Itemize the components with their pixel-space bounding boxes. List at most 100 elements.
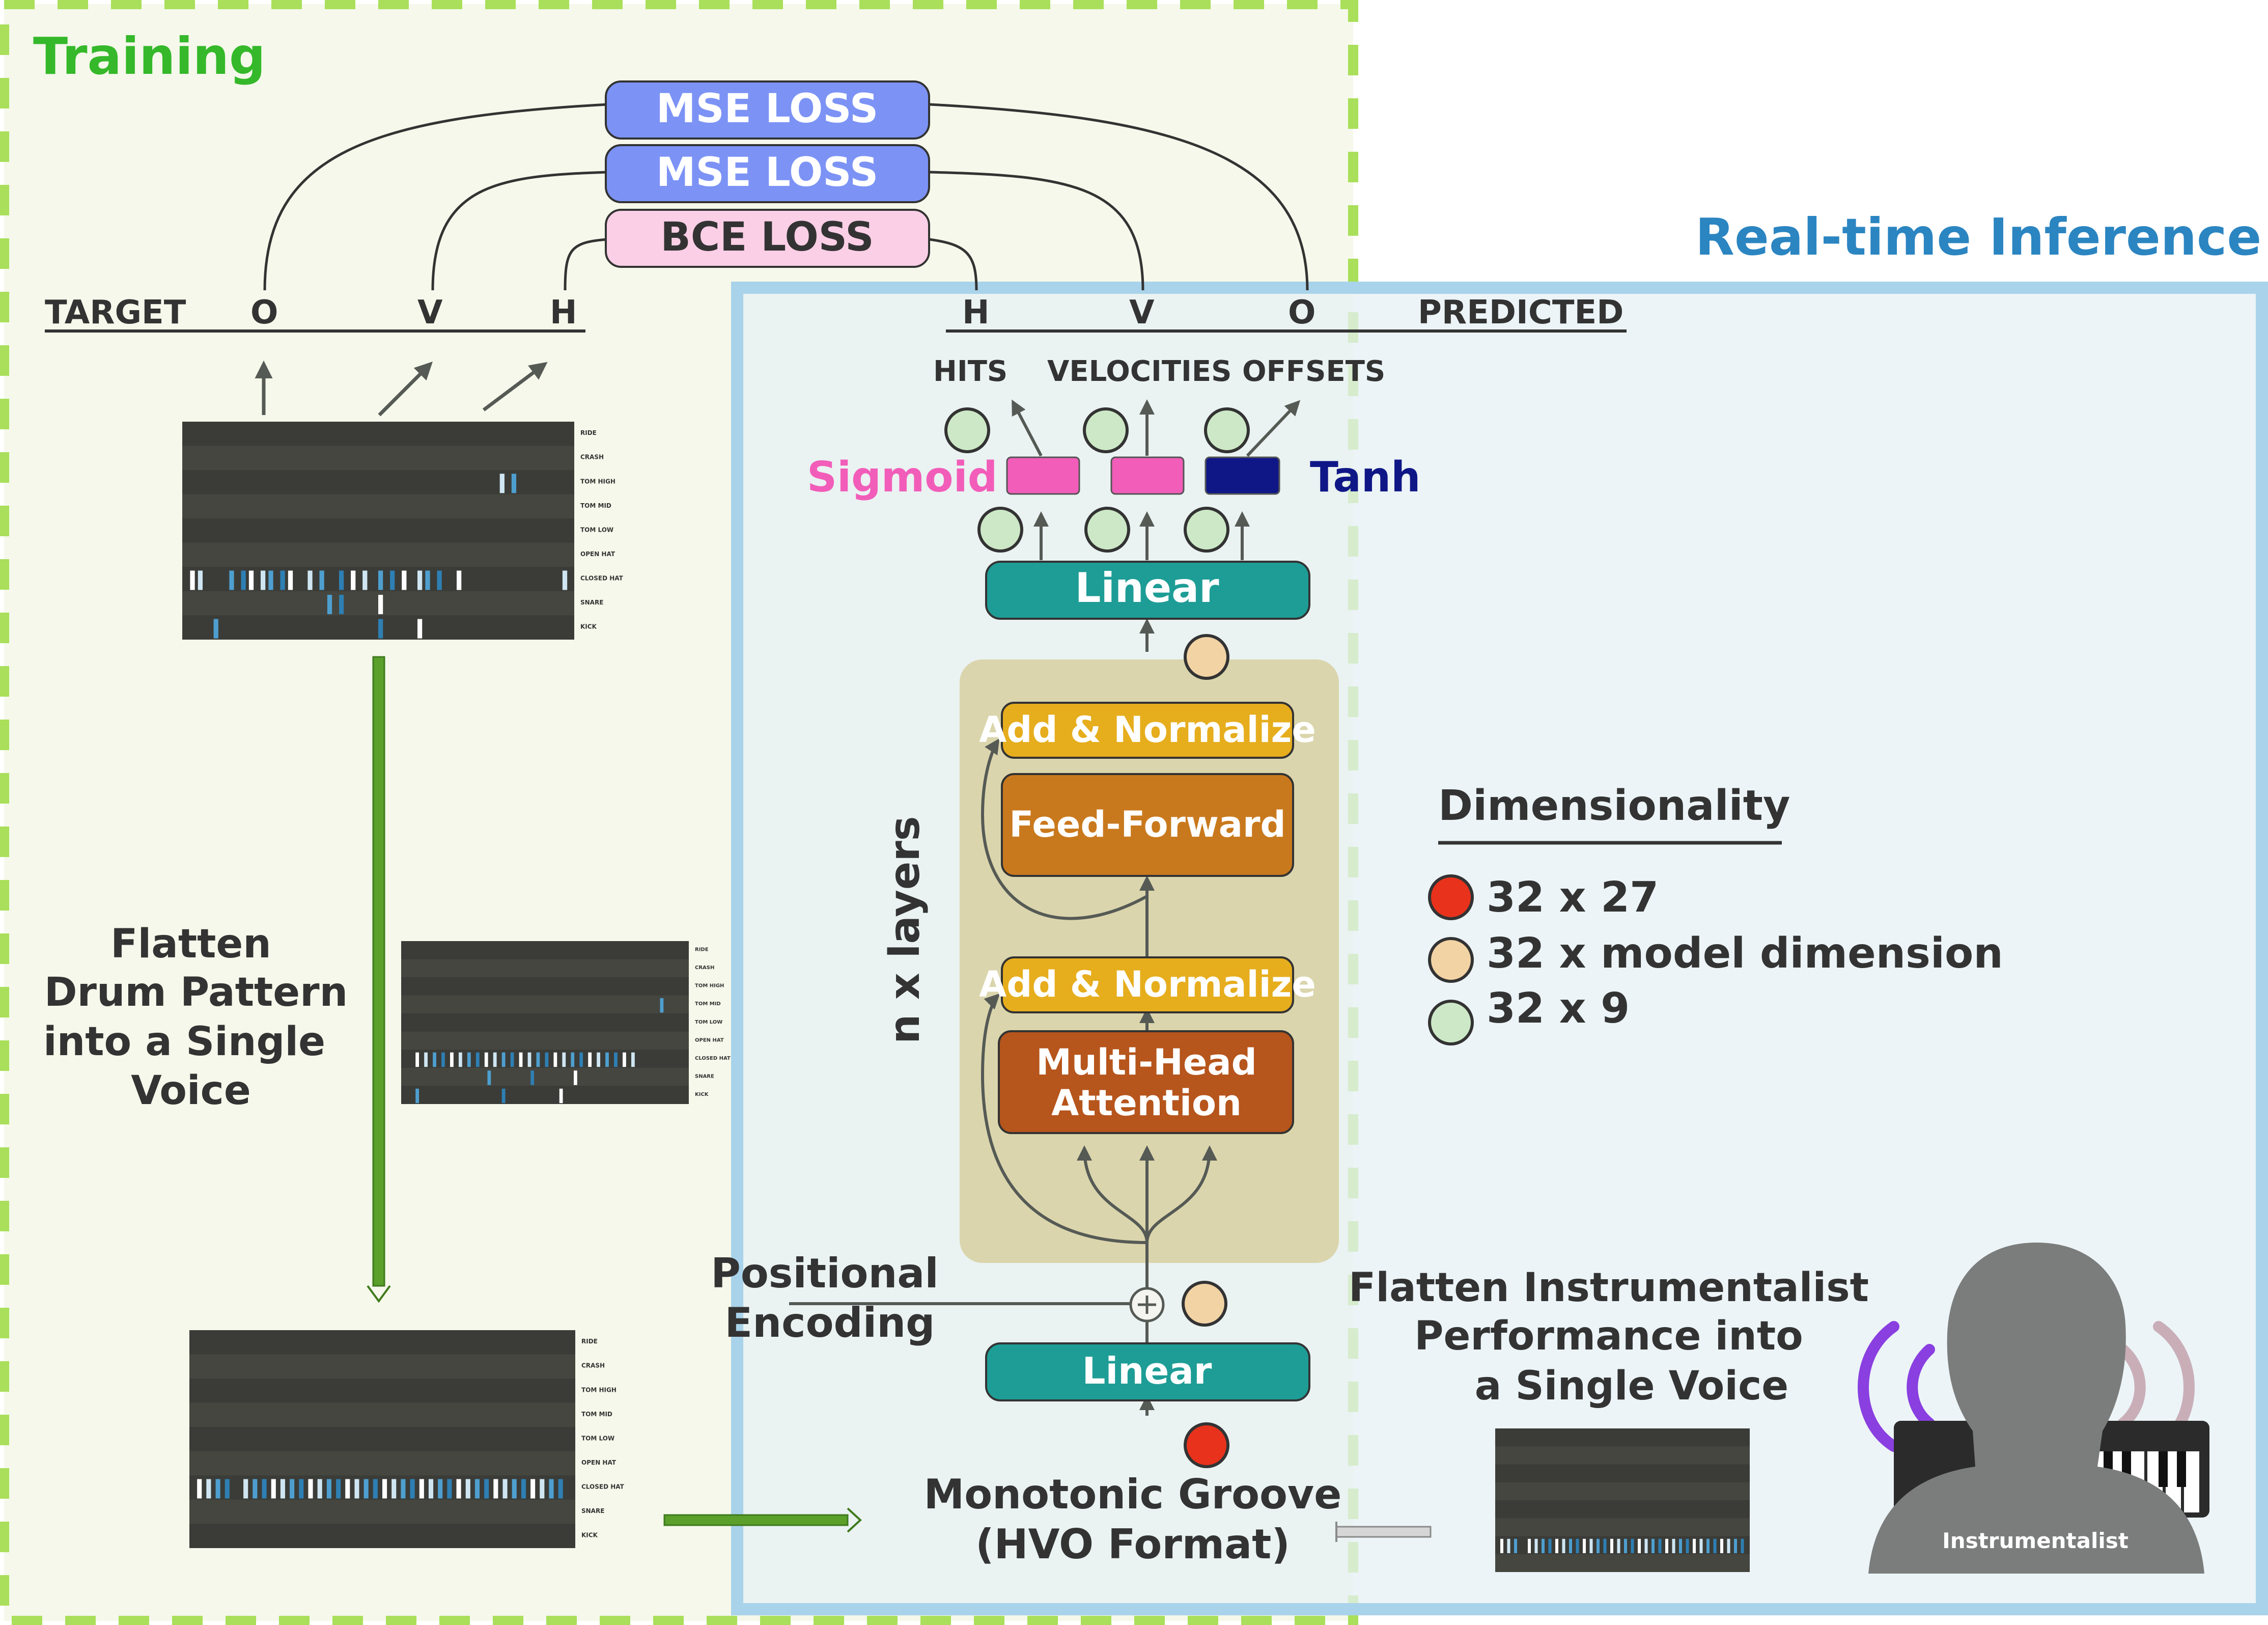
person-silhouette — [1868, 1243, 2204, 1574]
pianoroll-hit — [382, 1479, 387, 1499]
predicted-row: H V O PREDICTED — [946, 294, 1627, 333]
pianoroll-hit — [499, 474, 505, 493]
pianoroll-row-label: CLOSED HAT — [695, 1056, 731, 1061]
pianoroll-hit — [197, 1479, 202, 1499]
pianoroll-row-label: TOM HIGH — [695, 983, 724, 989]
pianoroll-hit — [362, 570, 368, 590]
pianoroll-row — [401, 1031, 689, 1050]
pianoroll-hit — [579, 1052, 583, 1067]
pianoroll-row-label: OPEN HAT — [695, 1037, 724, 1043]
instrumentalist-arrow-left — [1335, 1522, 1432, 1542]
flatten-drum-line-3: into a Single — [43, 1019, 325, 1065]
predicted-o: O — [1288, 294, 1315, 332]
instrumentalist-pianoroll — [1495, 1428, 1750, 1572]
offsets-label: OFFSETS — [1242, 355, 1385, 388]
output-arrows — [1012, 399, 1301, 457]
pianoroll-row-label: TOM HIGH — [581, 1386, 617, 1393]
pianoroll-hit — [1631, 1538, 1634, 1553]
feed-forward-label: Feed-Forward — [1009, 804, 1285, 845]
instrumentalist-figure: Instrumentalist — [1858, 1243, 2209, 1574]
pianoroll-hit — [326, 1479, 331, 1499]
pianoroll-row-label: RIDE — [580, 429, 597, 436]
pianoroll-hit — [487, 1070, 491, 1085]
pianoroll-hit — [428, 1479, 434, 1499]
pianoroll-row-label: TOM MID — [580, 502, 611, 509]
inference-title: Real-time Inference — [1695, 207, 2261, 267]
add-normalize-top: Add & Normalize — [979, 702, 1316, 759]
pianoroll-hit — [530, 1070, 535, 1085]
training-title: Training — [33, 26, 266, 86]
pianoroll-hit — [1507, 1538, 1510, 1553]
pianoroll-hit — [1720, 1538, 1723, 1553]
pianoroll-hit — [229, 570, 234, 590]
pianoroll-row — [189, 1330, 575, 1355]
mse-loss-box-1: MSE LOSS — [605, 80, 930, 140]
pianoroll-hit — [190, 570, 195, 590]
pianoroll-hit — [1734, 1538, 1737, 1553]
pianoroll-hit — [317, 1479, 322, 1499]
multi-head-attention-block: Multi-Head Attention — [998, 1030, 1294, 1134]
dimensionality-legend: Dimensionality 32 x 27 32 x model dimens… — [1428, 782, 2003, 1045]
pianoroll-row — [189, 1402, 575, 1427]
flatten-instr-line-3: a Single Voice — [1475, 1363, 1788, 1409]
pianoroll-hit — [1624, 1538, 1627, 1553]
pianoroll-row — [189, 1379, 575, 1403]
pianoroll-hit — [447, 1479, 452, 1499]
pianoroll-hit — [1542, 1538, 1545, 1553]
pianoroll-hit — [425, 570, 430, 590]
flatten-drum-text: Flatten Drum Pattern into a Single Voice — [43, 921, 348, 1114]
pianoroll-row — [182, 422, 574, 446]
predicted-h: H — [962, 294, 990, 332]
pianoroll-row-label: RIDE — [581, 1338, 598, 1345]
target-h: H — [550, 294, 577, 332]
pianoroll-row-label: CLOSED HAT — [580, 574, 624, 582]
add-normalize-bottom: Add & Normalize — [979, 956, 1316, 1013]
pianoroll-hit — [299, 1479, 304, 1499]
pianoroll-row — [182, 518, 574, 543]
pianoroll-hit — [308, 1479, 313, 1499]
pianoroll-hit — [438, 1479, 443, 1499]
pianoroll-hit — [519, 1052, 523, 1067]
pianoroll-hit — [261, 570, 266, 590]
pianoroll-row-label: OPEN HAT — [580, 550, 615, 558]
pianoroll-row-label: TOM LOW — [581, 1435, 614, 1442]
tanh-box — [1205, 456, 1280, 495]
sound-wave-left-inner — [1907, 1344, 1935, 1429]
pianoroll-hit — [1534, 1538, 1538, 1553]
legend-label-input: 32 x 27 — [1487, 873, 1659, 922]
pianoroll-hit — [484, 1479, 489, 1499]
piano-key — [2184, 1451, 2199, 1512]
mse-loss-label-1: MSE LOSS — [656, 86, 878, 132]
pianoroll-hit — [1638, 1538, 1641, 1553]
flatten-arrow-right — [663, 1507, 862, 1533]
pianoroll-row — [1495, 1554, 1750, 1572]
sigmoid-box-hits — [1006, 456, 1080, 495]
pianoroll-hit — [1589, 1538, 1593, 1553]
tanh-label: Tanh — [1310, 453, 1420, 502]
pianoroll-row — [189, 1524, 575, 1548]
pianoroll-hit — [1713, 1538, 1717, 1553]
pianoroll-hit — [549, 1479, 554, 1499]
pianoroll-hit — [1617, 1538, 1620, 1553]
pianoroll-hit — [391, 1479, 397, 1499]
pianoroll-row — [182, 542, 574, 567]
piano-key-black — [2177, 1451, 2186, 1487]
pianoroll-hit — [288, 570, 293, 590]
pianoroll-row — [1495, 1536, 1750, 1554]
pianoroll-row-label: SNARE — [695, 1073, 714, 1079]
sigmoid-label: Sigmoid — [807, 453, 997, 502]
pianoroll-row-label: CRASH — [581, 1362, 605, 1369]
linear-top: Linear — [985, 561, 1310, 620]
pianoroll-hit — [501, 1088, 506, 1104]
pianoroll-hit — [339, 570, 344, 590]
input-circle — [1184, 1422, 1229, 1468]
pianoroll-hit — [512, 1479, 517, 1499]
pianoroll-hit — [474, 1479, 480, 1499]
pianoroll-row — [1495, 1482, 1750, 1500]
pianoroll-row-label: SNARE — [581, 1507, 604, 1514]
pianoroll-hit — [280, 1479, 285, 1499]
pianoroll-hit — [1693, 1538, 1696, 1553]
pianoroll-hit — [198, 570, 203, 590]
feed-forward-block: Feed-Forward — [1001, 773, 1294, 877]
